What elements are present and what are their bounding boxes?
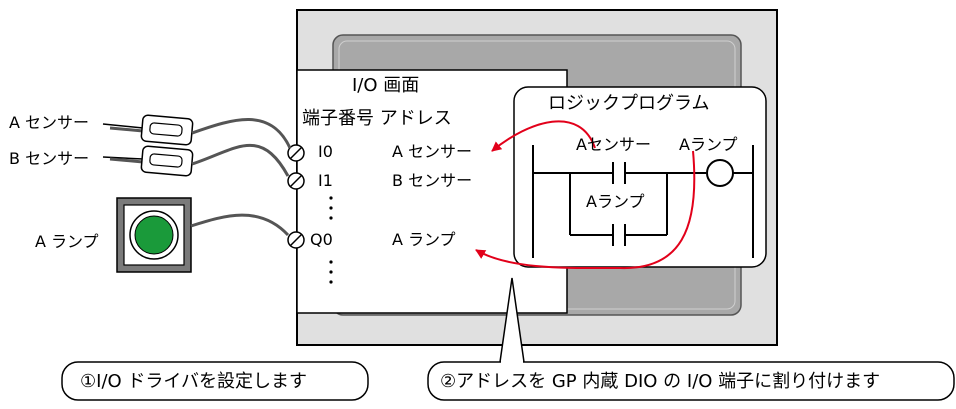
terminal-address: A センサー bbox=[392, 142, 473, 161]
ladder-diagram bbox=[532, 145, 754, 258]
lamp-a-label: A ランプ bbox=[35, 232, 99, 251]
terminal-address: B センサー bbox=[392, 171, 473, 190]
contact-label: Aランプ bbox=[586, 192, 645, 211]
terminal-screws bbox=[287, 144, 305, 249]
callout-step1: ①I/O ドライバを設定します bbox=[80, 371, 308, 392]
sensor-b-icon bbox=[102, 145, 194, 177]
coil-label: Aランプ bbox=[679, 135, 738, 154]
wires bbox=[190, 118, 292, 237]
callout-box-2 bbox=[427, 361, 955, 401]
logic-program-title: ロジックプログラム bbox=[548, 93, 710, 114]
arrow-lamp-to-q0 bbox=[475, 150, 696, 270]
sensor-b-label: B センサー bbox=[9, 149, 90, 168]
sensor-a-icon bbox=[102, 114, 194, 146]
callout-box-1 bbox=[61, 361, 369, 401]
screw-icon bbox=[287, 172, 305, 190]
screw-icon bbox=[287, 231, 305, 249]
terminal-label: Q0 bbox=[310, 230, 333, 249]
terminal-label: I0 bbox=[318, 142, 333, 161]
sensor-a-label: A センサー bbox=[9, 113, 90, 132]
terminal-address: A ランプ bbox=[392, 230, 456, 249]
arrow-sensor-to-i0 bbox=[491, 120, 596, 152]
lamp-a-icon bbox=[116, 197, 192, 273]
io-screen-header: 端子番号 アドレス bbox=[302, 108, 452, 129]
io-screen-title: I/O 画面 bbox=[352, 75, 420, 96]
callout-step2: ②アドレスを GP 内蔵 DIO の I/O 端子に割り付けます bbox=[440, 371, 881, 392]
continuation-dots bbox=[329, 196, 333, 284]
screw-icon bbox=[287, 144, 305, 162]
assignment-arrows bbox=[475, 120, 696, 270]
contact-label: Aセンサー bbox=[576, 135, 651, 154]
terminal-label: I1 bbox=[318, 171, 333, 190]
